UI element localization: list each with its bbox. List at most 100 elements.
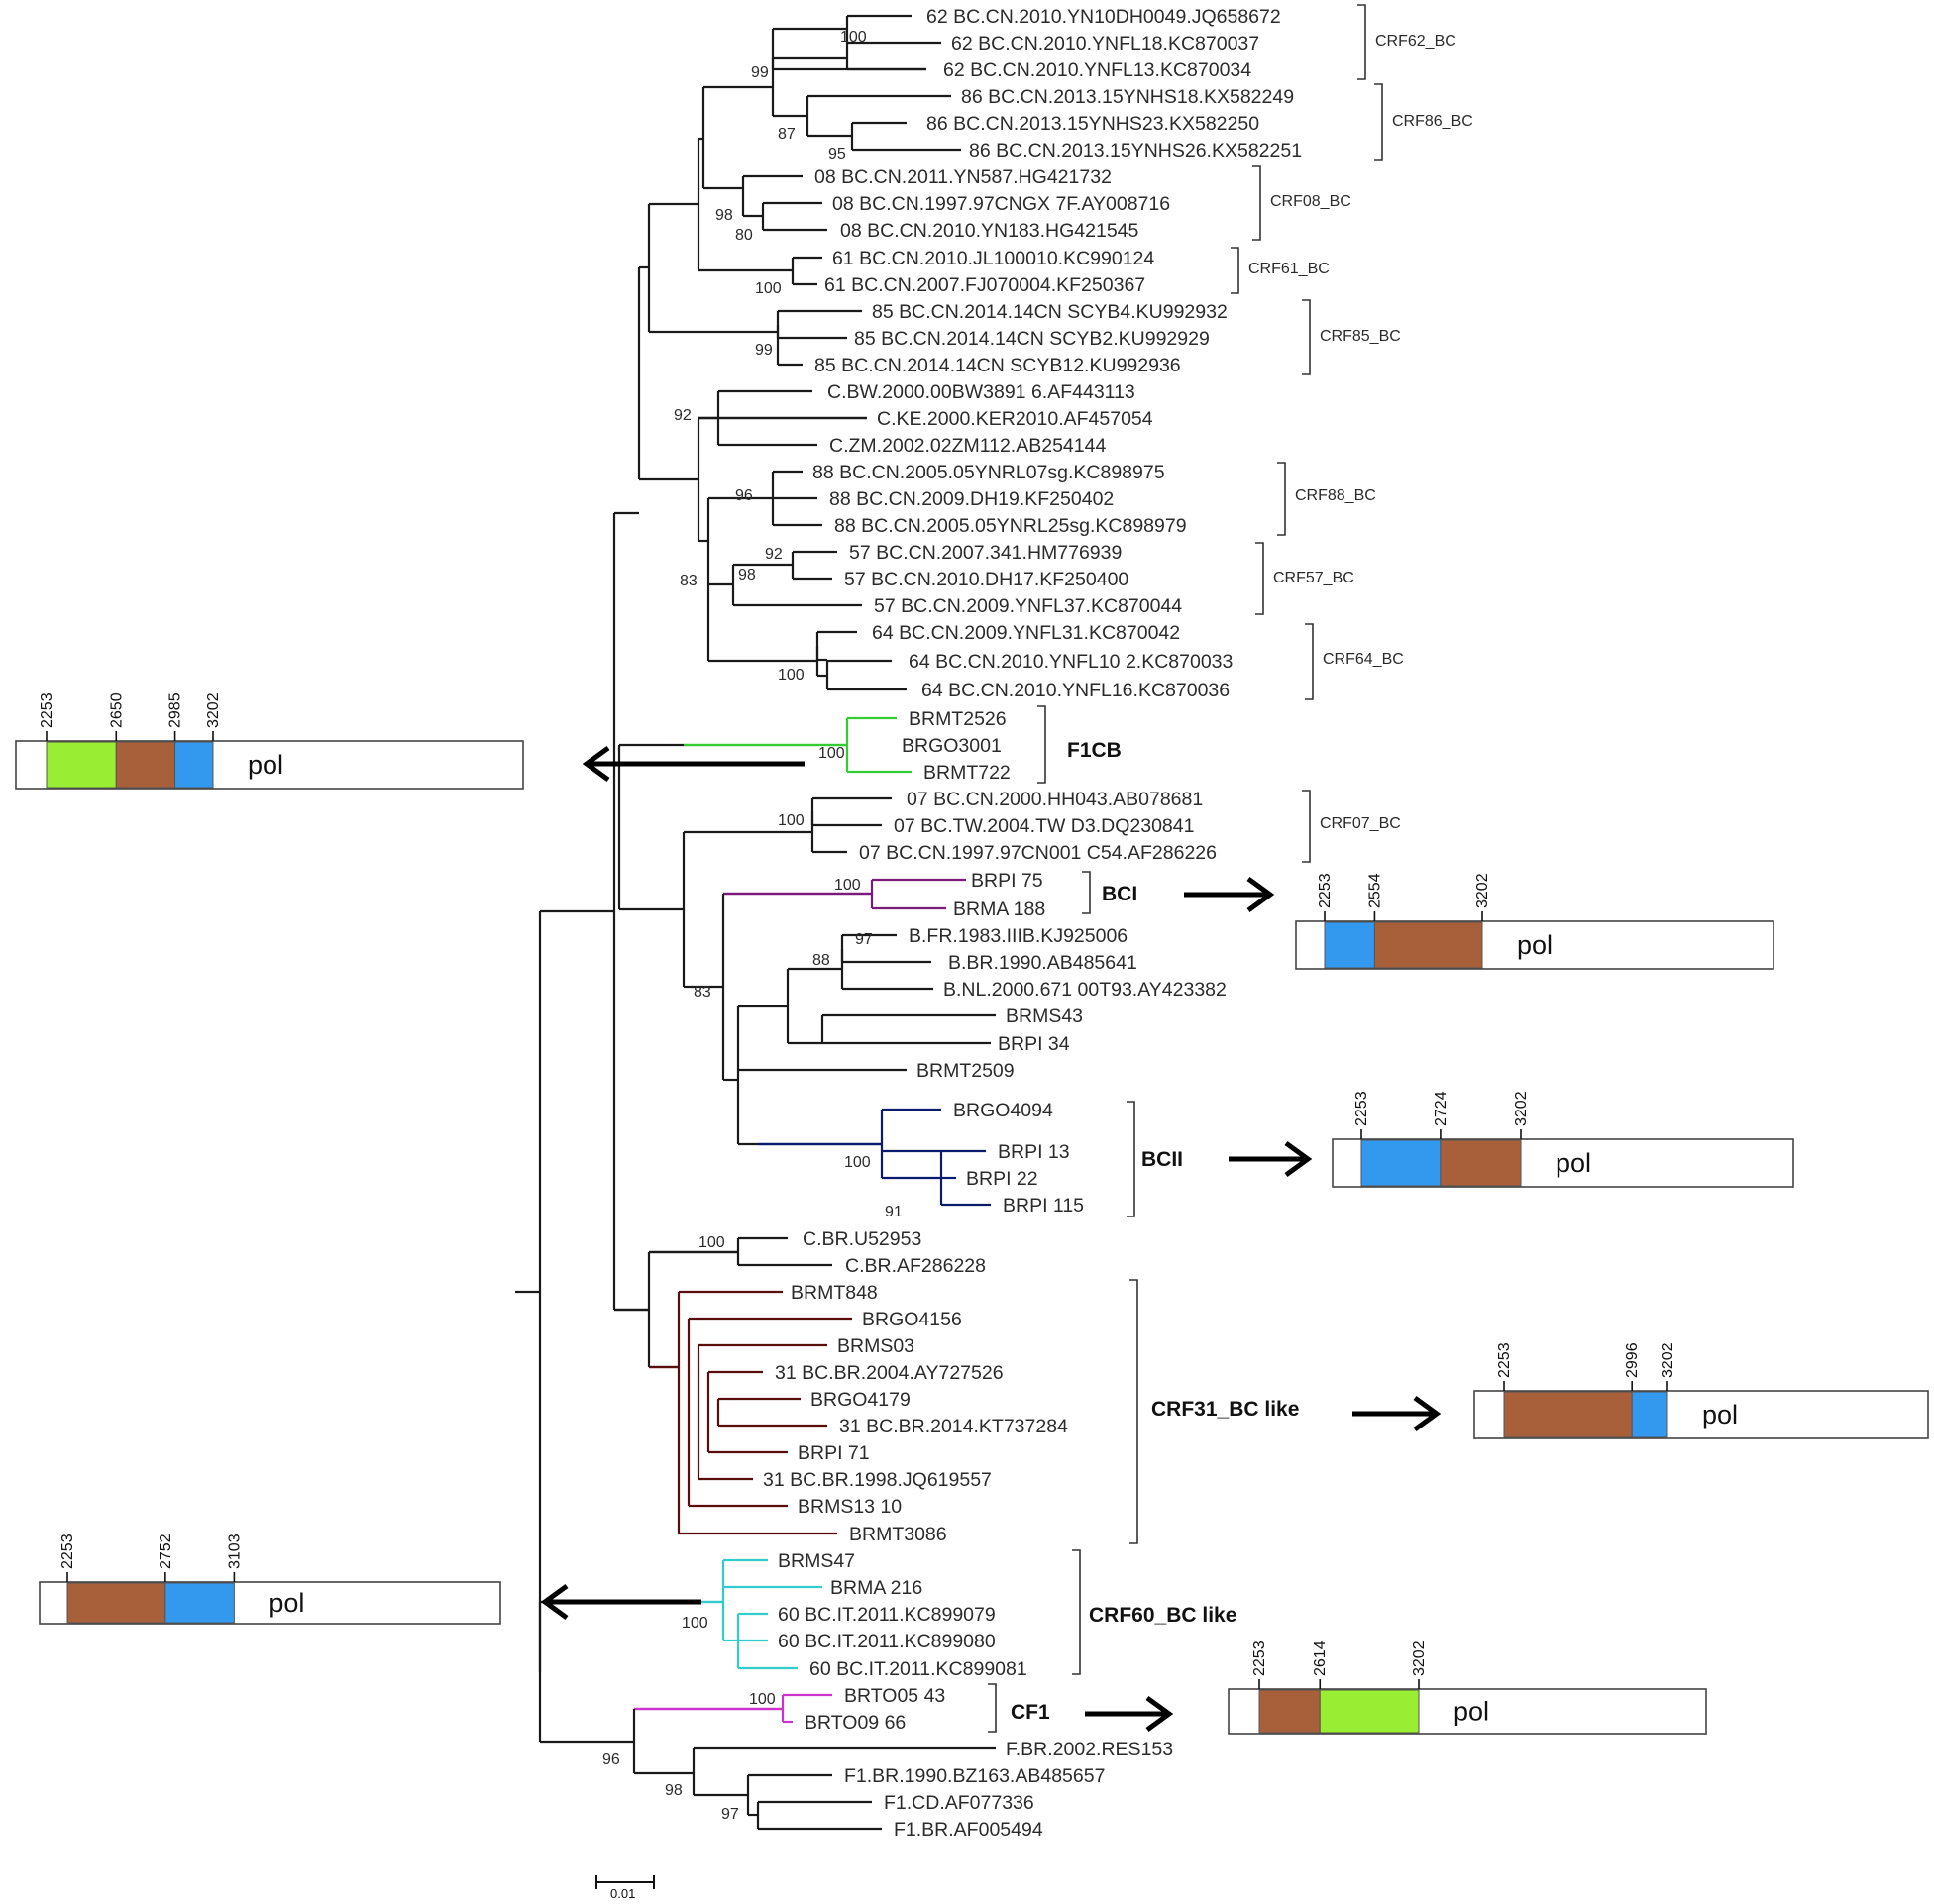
bootstrap-label: 92	[765, 546, 783, 563]
leaf-label: BRTO09 66	[805, 1712, 906, 1734]
position-label: 2253	[59, 1534, 76, 1569]
genome-segment	[174, 741, 214, 789]
leaf-label: BRPI 13	[998, 1141, 1070, 1163]
bootstrap-label: 100	[755, 280, 782, 297]
leaf-label: C.BW.2000.00BW3891 6.AF443113	[827, 381, 1135, 403]
bootstrap-label: 100	[844, 1154, 871, 1171]
clade-brackets: CRF62_BCCRF86_BCCRF08_BCCRF61_BCCRF85_BC…	[988, 4, 1473, 1733]
leaf-label: 61 BC.CN.2007.FJ070004.KF250367	[824, 274, 1145, 296]
leaf-label: C.ZM.2002.02ZM112.AB254144	[829, 435, 1106, 457]
leaf-label: 86 BC.CN.2013.15YNHS23.KX582250	[926, 113, 1259, 135]
leaf-label: 64 BC.CN.2010.YNFL10 2.KC870033	[909, 651, 1233, 673]
bootstrap-label: 95	[828, 146, 846, 162]
position-label: 2253	[1317, 873, 1334, 908]
bootstrap-label: 100	[818, 745, 845, 762]
leaf-label: 62 BC.CN.2010.YNFL18.KC870037	[951, 33, 1259, 54]
bootstrap-values: 1009987959880100999296929883100100100100…	[602, 29, 903, 1823]
position-label: 2253	[1496, 1342, 1513, 1378]
leaf-label: B.FR.1983.IIIB.KJ925006	[909, 925, 1128, 947]
tree-branches	[515, 14, 996, 1831]
scale-bar-label: 0.01	[610, 1886, 635, 1901]
position-label: 2253	[39, 692, 55, 728]
clade-bracket	[1255, 542, 1264, 615]
leaf-label: 60 BC.IT.2011.KC899081	[809, 1658, 1027, 1680]
clade-bracket	[1357, 4, 1366, 80]
position-label: 3202	[1474, 873, 1491, 908]
clade-bracket	[1277, 462, 1286, 536]
clade-label: CRF57_BC	[1273, 570, 1354, 586]
leaf-label: C.BR.AF286228	[845, 1255, 986, 1277]
group-label: F1CB	[1067, 739, 1122, 762]
genome-segment	[1503, 1391, 1633, 1438]
scale-bar: 0.01	[595, 1875, 655, 1901]
position-label: 2752	[158, 1534, 174, 1569]
leaf-label: 08 BC.CN.2010.YN183.HG421545	[840, 220, 1139, 242]
bootstrap-label: 98	[665, 1782, 683, 1799]
position-label: 3202	[205, 692, 222, 728]
group-bracket	[988, 1683, 997, 1733]
leaf-label: 62 BC.CN.2010.YN10DH0049.JQ658672	[926, 6, 1281, 28]
genome-segment	[164, 1582, 235, 1624]
arrow-head	[582, 745, 610, 783]
group-label: CRF60_BC like	[1089, 1604, 1236, 1627]
bootstrap-label: 100	[840, 29, 867, 46]
bootstrap-label: 96	[602, 1751, 620, 1768]
leaf-label: BRTO05 43	[844, 1685, 945, 1707]
group-label: CRF31_BC like	[1151, 1398, 1299, 1421]
leaf-label: C.BR.U52953	[803, 1228, 921, 1250]
position-label: 2724	[1433, 1091, 1450, 1126]
gene-label: pol	[1702, 1400, 1738, 1429]
leaf-label: B.BR.1990.AB485641	[948, 952, 1137, 974]
group-bracket	[1072, 1549, 1081, 1675]
clade-label: CRF62_BC	[1375, 33, 1456, 50]
bootstrap-label: 100	[682, 1615, 708, 1632]
bootstrap-label: 100	[778, 812, 805, 829]
bootstrap-label: 100	[749, 1691, 776, 1708]
leaf-label: C.KE.2000.KER2010.AF457054	[877, 408, 1153, 430]
clade-bracket	[1305, 623, 1314, 700]
leaf-label: 07 BC.CN.1997.97CN001 C54.AF286226	[859, 842, 1217, 864]
leaf-label: F1.BR.AF005494	[894, 1819, 1043, 1841]
position-label: 2985	[167, 692, 184, 728]
leaf-label: F1.CD.AF077336	[884, 1792, 1034, 1814]
bootstrap-label: 98	[738, 567, 756, 583]
genome-segment	[1373, 921, 1483, 969]
leaf-label: BRMT848	[791, 1282, 878, 1304]
bootstrap-label: 83	[694, 984, 711, 1001]
leaf-label: 88 BC.CN.2005.05YNRL25sg.KC898979	[834, 515, 1187, 537]
position-label: 2996	[1624, 1342, 1641, 1378]
leaf-label: BRMS43	[1006, 1005, 1083, 1027]
leaf-label: 88 BC.CN.2005.05YNRL07sg.KC898975	[812, 462, 1165, 483]
leaf-label: 57 BC.CN.2009.YNFL37.KC870044	[874, 595, 1182, 617]
bootstrap-label: 97	[855, 931, 873, 948]
leaf-label: BRGO4179	[810, 1389, 911, 1411]
leaf-label: F.BR.2002.RES153	[1006, 1739, 1173, 1760]
clade-label: CRF85_BC	[1320, 328, 1401, 345]
position-label: 2253	[1353, 1091, 1370, 1126]
clade-bracket	[1302, 790, 1311, 863]
bootstrap-label: 96	[735, 487, 753, 504]
leaf-label: 86 BC.CN.2013.15YNHS18.KX582249	[961, 86, 1294, 108]
leaf-label: 60 BC.IT.2011.KC899080	[778, 1631, 996, 1652]
leaf-label: 85 BC.CN.2014.14CN SCYB2.KU992929	[854, 328, 1210, 350]
position-label: 3202	[1411, 1640, 1428, 1676]
genome-segment	[66, 1582, 166, 1624]
bootstrap-label: 99	[755, 342, 773, 359]
leaf-label: 64 BC.CN.2010.YNFL16.KC870036	[921, 680, 1230, 701]
leaf-label: 85 BC.CN.2014.14CN SCYB4.KU992932	[872, 301, 1228, 323]
leaf-label: BRMA 188	[953, 899, 1045, 920]
genome-segment	[1258, 1689, 1321, 1734]
leaf-label: BRMT722	[923, 762, 1011, 784]
leaf-label: BRMS47	[778, 1550, 855, 1572]
leaf-label: BRPI 71	[798, 1442, 870, 1464]
position-label: 2614	[1312, 1640, 1329, 1676]
leaf-label: 86 BC.CN.2013.15YNHS26.KX582251	[969, 140, 1302, 161]
clade-label: CRF07_BC	[1320, 815, 1401, 832]
leaf-label: 88 BC.CN.2009.DH19.KF250402	[829, 488, 1114, 510]
bootstrap-label: 88	[812, 952, 830, 969]
leaf-label: 31 BC.BR.2014.KT737284	[839, 1416, 1068, 1437]
leaf-label: F1.BR.1990.BZ163.AB485657	[844, 1765, 1105, 1787]
leaf-label: 62 BC.CN.2010.YNFL13.KC870034	[943, 59, 1251, 81]
leaf-label: 64 BC.CN.2009.YNFL31.KC870042	[872, 622, 1180, 644]
bootstrap-label: 87	[778, 126, 796, 143]
